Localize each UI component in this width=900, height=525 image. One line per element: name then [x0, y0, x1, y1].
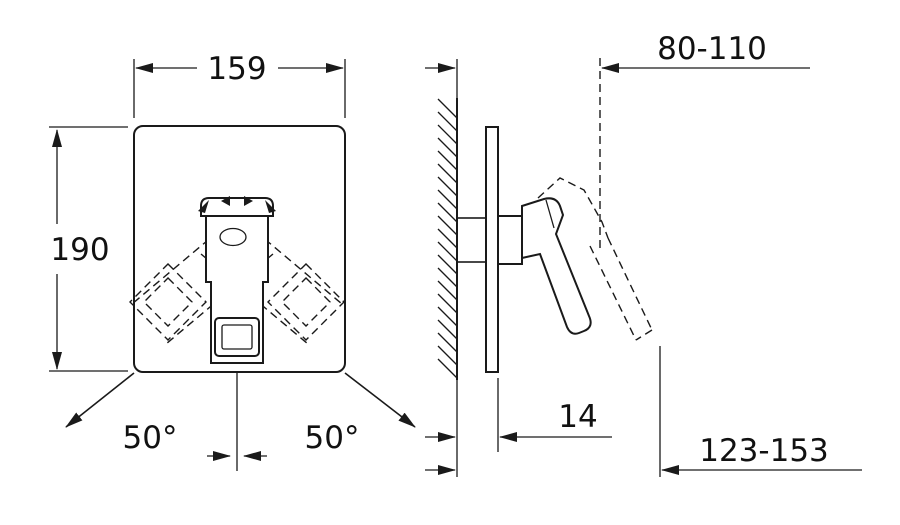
logo-oval: [219, 227, 247, 247]
dim-width: 159: [133, 51, 346, 118]
dim-height-label: 190: [50, 232, 109, 268]
angle-left-label: 50°: [123, 420, 178, 456]
dim-offset: 80-110: [425, 31, 810, 73]
wall-hatching: [437, 98, 458, 379]
side-view: 80-110 14 123-153: [425, 31, 862, 477]
lever-alt-position-dashed: [537, 177, 653, 341]
dim-reach-label: 123-153: [699, 433, 829, 469]
escutcheon-side: [485, 126, 499, 373]
lever-cap: [200, 197, 274, 217]
valve-body: [456, 217, 487, 263]
angle-right-label: 50°: [305, 420, 360, 456]
dim-reach: 123-153: [425, 433, 862, 475]
lever-handle-side: [521, 197, 592, 335]
lever-detail-line: [545, 199, 555, 229]
dim-depth-label: 14: [558, 399, 597, 435]
dim-depth: 14: [425, 378, 612, 452]
swing-arrow-left: [65, 372, 135, 428]
dim-height: 190: [49, 126, 128, 372]
lever-square-detail-outer: [214, 317, 260, 357]
dim-offset-label: 80-110: [657, 31, 767, 67]
swing-angle-annotations: 50° 50°: [65, 372, 416, 471]
rotated-square-right: [267, 263, 345, 341]
rotation-tick-arrows: [198, 196, 276, 213]
lever-square-detail-inner: [221, 324, 253, 350]
dim-width-label: 159: [207, 51, 266, 87]
handle-sleeve: [497, 215, 523, 265]
front-view: 159 190 50° 50°: [49, 51, 416, 471]
swing-arrow-right: [344, 372, 416, 428]
rotated-square-left: [129, 263, 207, 341]
